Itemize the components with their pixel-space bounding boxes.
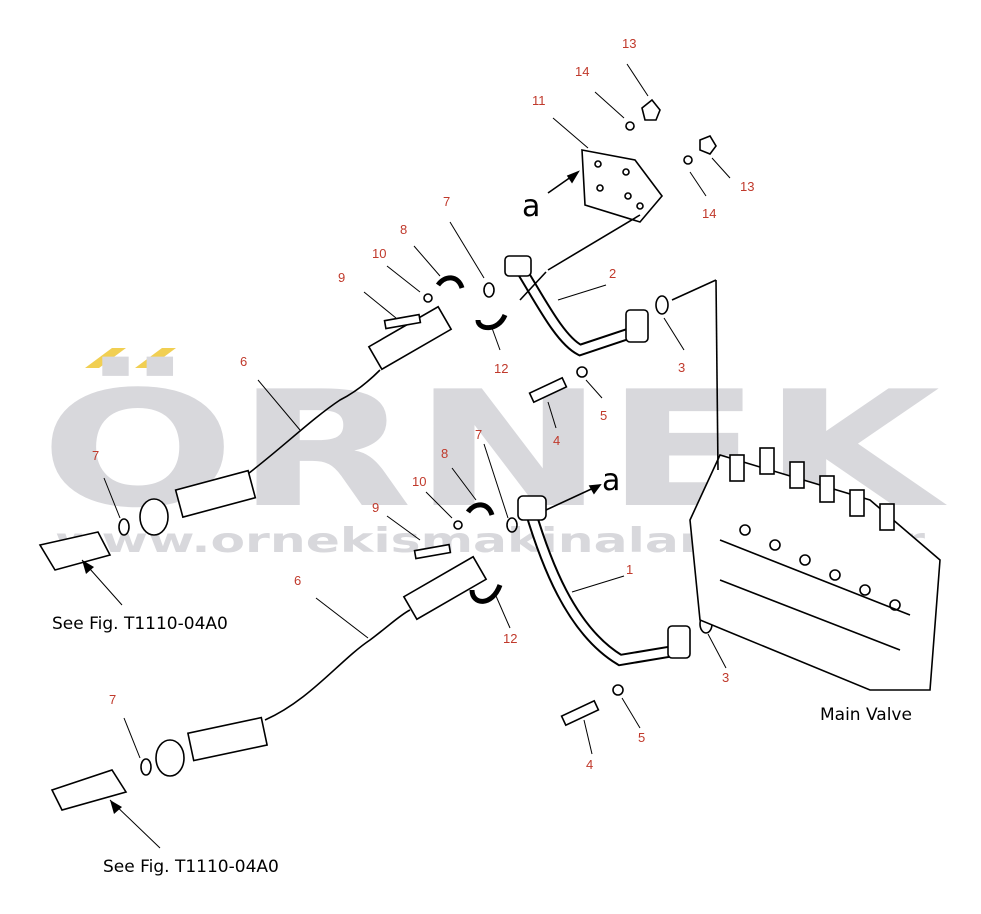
leader-a-upper — [519, 271, 547, 301]
label-part-3: 3 — [678, 360, 685, 375]
clamp-part-12-upper — [475, 313, 508, 331]
clamp-part-12-lower — [469, 583, 503, 604]
label-part-4: 4 — [553, 433, 560, 448]
label-part-8: 8 — [441, 446, 448, 461]
hose-end-part-6-upper — [174, 469, 257, 519]
label-part-10: 10 — [372, 246, 386, 261]
washer-part-10-upper — [423, 293, 433, 303]
label-part-9: 9 — [338, 270, 345, 285]
label-part-7: 7 — [109, 692, 116, 707]
label-part-7: 7 — [92, 448, 99, 463]
hose-flange-upper — [139, 498, 169, 536]
label-part-5: 5 — [600, 408, 607, 423]
lower-assembly — [50, 484, 713, 811]
pipe-stub-lower — [50, 769, 128, 811]
washer-part-10-lower — [453, 520, 463, 530]
main-valve-caption: Main Valve — [820, 705, 912, 725]
bolt-part-9-upper — [383, 313, 422, 330]
hose-fitting-part-6-lower — [402, 555, 488, 621]
label-part-13: 13 — [622, 36, 636, 51]
label-part-12: 12 — [494, 361, 508, 376]
leader-bracket — [547, 214, 641, 271]
label-part-6: 6 — [294, 573, 301, 588]
o-ring-part-7-upper — [483, 282, 495, 298]
nut-part-13-right — [699, 135, 717, 155]
tube-part-1 — [526, 508, 681, 665]
hose-flange-lower — [155, 739, 185, 777]
washer-part-5-upper — [576, 366, 588, 378]
tube-part-2 — [516, 265, 642, 355]
o-ring-part-3-upper — [655, 295, 669, 315]
bolt-part-4-upper — [528, 376, 568, 404]
nut-part-13-upper — [641, 98, 661, 121]
bolt-part-9-lower — [413, 543, 452, 560]
valve-reference-line — [715, 279, 719, 471]
label-part-1: 1 — [626, 562, 633, 577]
hose-line-6-lower — [264, 609, 411, 721]
tube-flange-top-1 — [517, 495, 547, 521]
arrowhead-see-fig-upper — [82, 560, 94, 574]
pipe-stub-upper — [38, 531, 112, 571]
clamp-part-8-lower — [465, 502, 495, 516]
leader-lines — [81, 63, 731, 849]
bracket-part-11 — [581, 149, 664, 223]
o-ring-part-7-lower-left — [140, 758, 152, 776]
washer-part-5-lower — [612, 684, 624, 696]
tube-flange-top-2 — [504, 255, 532, 277]
see-fig-caption-lower: See Fig. T1110-04A0 — [103, 857, 279, 877]
see-fig-caption-upper: See Fig. T1110-04A0 — [52, 614, 228, 634]
label-part-6: 6 — [240, 354, 247, 369]
label-part-10: 10 — [412, 474, 426, 489]
label-part-8: 8 — [400, 222, 407, 237]
tube-flange-bottom-1 — [667, 625, 691, 659]
arrowhead-see-fig-lower — [110, 800, 122, 814]
label-part-9: 9 — [372, 500, 379, 515]
upper-assembly — [38, 98, 717, 571]
label-part-5: 5 — [638, 730, 645, 745]
part-labels: 13 14 11 13 14 7 8 10 9 2 3 12 6 5 4 7 7… — [92, 36, 754, 772]
label-part-4: 4 — [586, 757, 593, 772]
label-part-11: 11 — [532, 93, 546, 108]
o-ring-part-7-upper-left — [118, 518, 130, 536]
hose-line-6-upper — [239, 369, 381, 481]
main-valve-body — [689, 454, 941, 691]
watermark: ÖRNEK www.ornekismakinalari.com.tr — [40, 348, 947, 561]
watermark-accent-left — [85, 348, 126, 368]
main-valve-block — [671, 279, 941, 691]
label-part-13: 13 — [740, 179, 754, 194]
hose-fitting-part-6-upper — [367, 305, 453, 371]
label-part-14: 14 — [702, 206, 716, 221]
label-part-3: 3 — [722, 670, 729, 685]
hose-end-part-6-lower — [186, 716, 269, 762]
label-part-7: 7 — [475, 427, 482, 442]
washer-part-14-right — [683, 155, 693, 165]
watermark-accent-right — [135, 348, 176, 368]
callout-a-lower: a — [602, 463, 620, 498]
label-part-12: 12 — [503, 631, 517, 646]
label-part-2: 2 — [609, 266, 616, 281]
o-ring-part-7-lower — [506, 517, 518, 533]
bolt-part-4-lower — [560, 699, 600, 727]
label-part-7: 7 — [443, 194, 450, 209]
label-part-14: 14 — [575, 64, 589, 79]
clamp-part-8-upper — [435, 275, 465, 289]
callout-a-upper: a — [522, 189, 540, 224]
tube-flange-bottom-2 — [625, 309, 649, 343]
washer-part-14-upper — [625, 121, 635, 131]
